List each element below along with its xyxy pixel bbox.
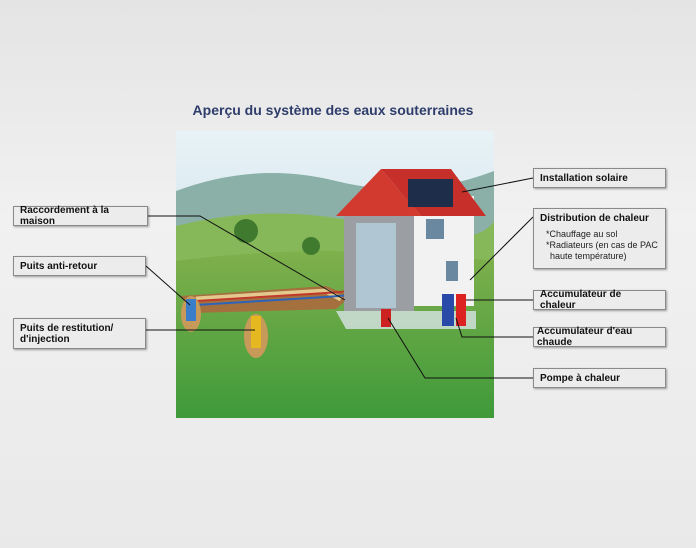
label-text: Puits de restitution/ [20, 322, 114, 334]
label-accumulateur-chaleur: Accumulateur de chaleur [533, 289, 666, 311]
label-pompe-chaleur: Pompe à chaleur [533, 368, 666, 388]
label-puits-restitution: Puits de restitution/ d'injection [13, 318, 146, 349]
label-raccordement: Raccordement à la maison [13, 205, 148, 227]
distribution-item: haute température) [550, 251, 627, 261]
page-title: Aperçu du système des eaux souterraines [192, 102, 474, 118]
label-distribution-chaleur: Distribution de chaleur *Chauffage au so… [533, 208, 666, 269]
distribution-item: *Chauffage au sol [546, 229, 618, 239]
system-illustration [176, 131, 494, 418]
distribution-item: *Radiateurs (en cas de PAC [546, 240, 658, 250]
label-puits-anti-retour: Puits anti-retour [13, 256, 146, 276]
label-accumulateur-eau-chaude: Accumulateur d'eau chaude [533, 326, 666, 348]
label-text: Distribution de chaleur [540, 213, 649, 224]
house [336, 169, 486, 327]
label-text: d'injection [20, 333, 70, 345]
label-installation-solaire: Installation solaire [533, 168, 666, 188]
